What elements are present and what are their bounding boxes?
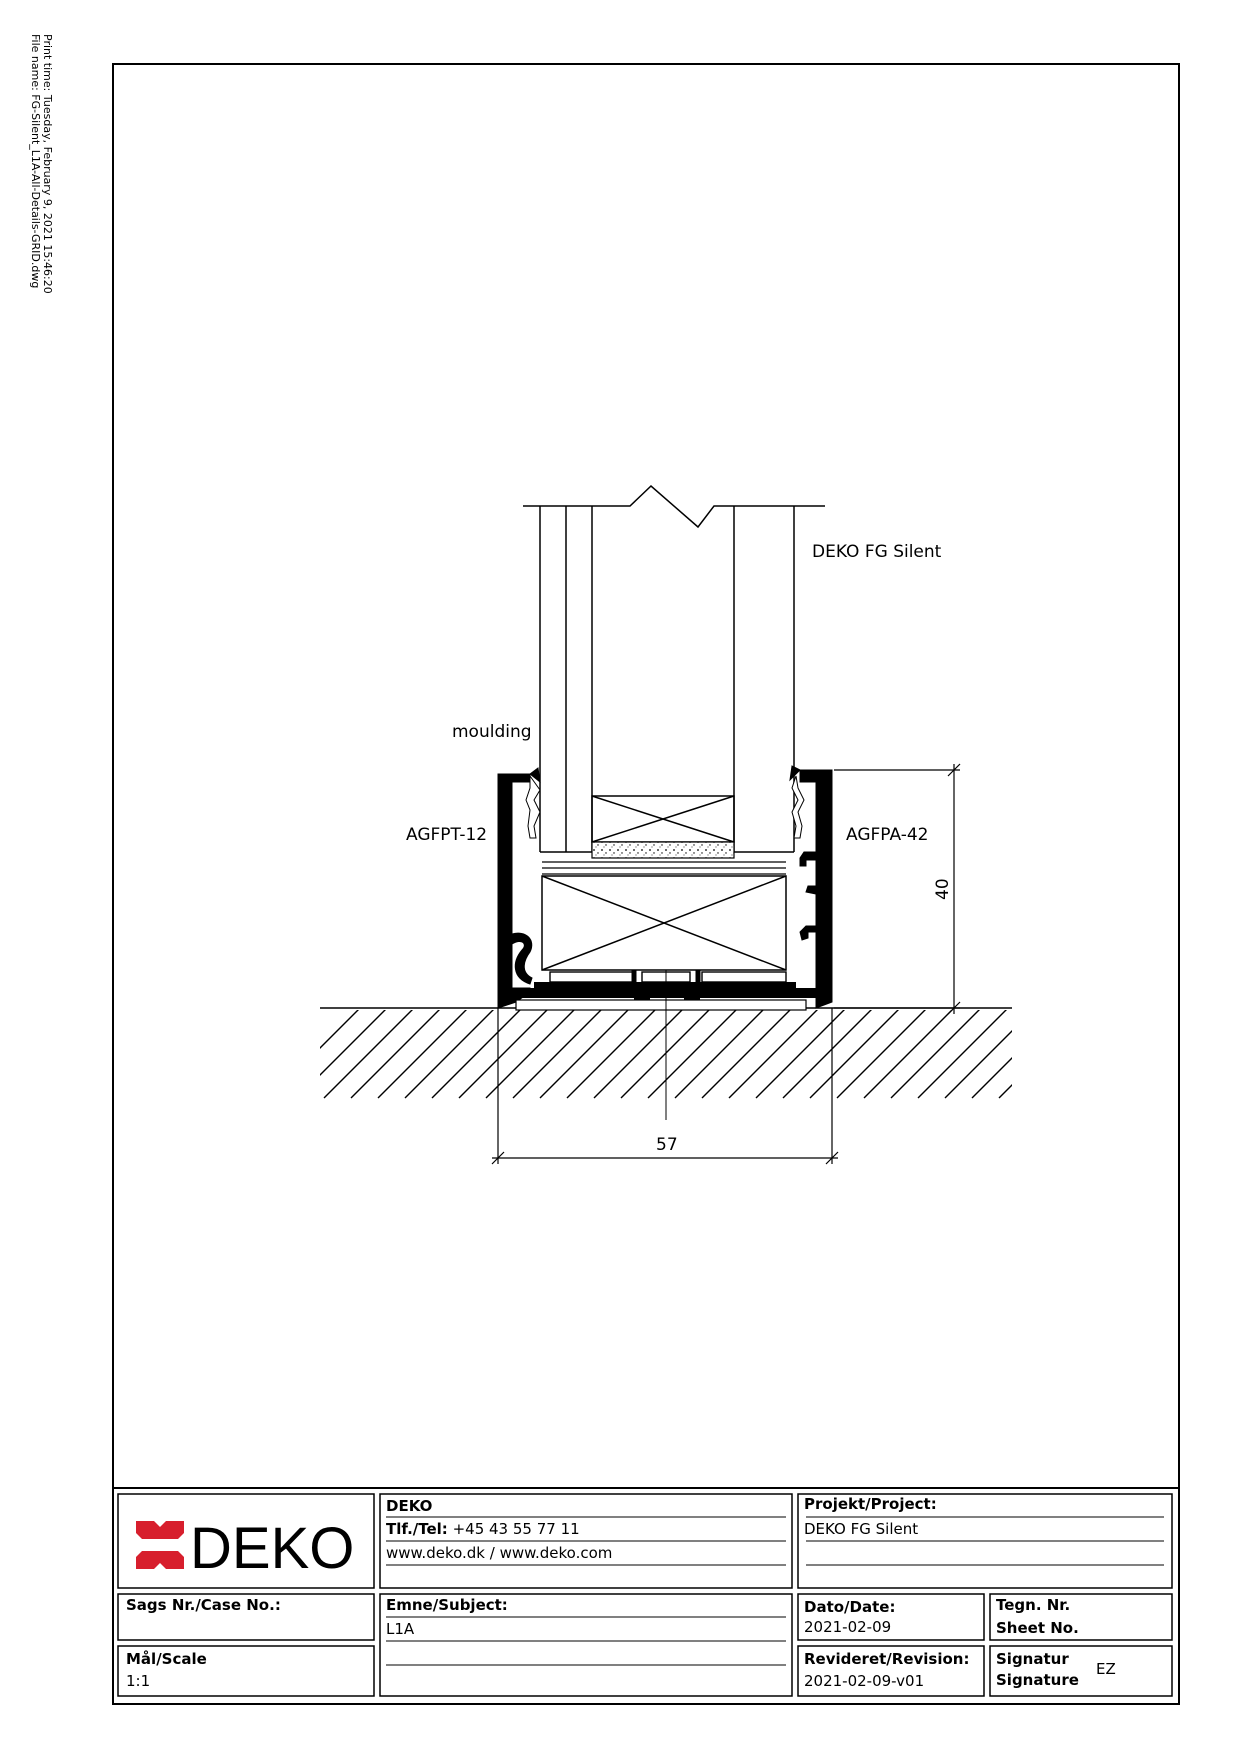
- hatch-line: [944, 1030, 1012, 1099]
- subject-value: L1A: [386, 1620, 415, 1638]
- hatch-line: [350, 1010, 440, 1099]
- height-dimension-label: 40: [933, 878, 953, 900]
- revision-value: 2021-02-09-v01: [804, 1672, 925, 1690]
- company-web: www.deko.dk / www.deko.com: [386, 1544, 613, 1562]
- date-value: 2021-02-09: [804, 1618, 892, 1636]
- sheet-frame: [112, 63, 1180, 1705]
- width-dimension: [491, 1008, 839, 1165]
- hatch-line: [782, 1010, 872, 1099]
- hatch-line: [593, 1010, 683, 1099]
- hatch-line: [809, 1010, 899, 1099]
- hatch-line: [890, 1010, 980, 1099]
- hatch-line: [701, 1010, 791, 1099]
- company-name: DEKO: [386, 1497, 433, 1515]
- tel-value: +45 43 55 77 11: [452, 1520, 580, 1538]
- hatch-line: [971, 1057, 1012, 1099]
- hatch-line: [1053, 1008, 1143, 1098]
- ground: [320, 999, 1143, 1099]
- glass-panel: [523, 484, 825, 853]
- date-label: Dato/Date:: [804, 1598, 896, 1616]
- hatch-line: [458, 1010, 548, 1099]
- scale-label: Mål/Scale: [126, 1650, 207, 1668]
- left-profile-label: AGFPT-12: [406, 825, 487, 845]
- gasket-lines: [542, 861, 786, 875]
- company-tel: Tlf./Tel: +45 43 55 77 11: [386, 1520, 580, 1538]
- hatch-line: [917, 1010, 1007, 1099]
- deko-logo-text: DEKO: [190, 1516, 354, 1581]
- hatch-line: [539, 1010, 629, 1099]
- hatch-line: [320, 1010, 359, 1049]
- signature-label-2: Signature: [996, 1671, 1079, 1689]
- hatch-line: [566, 1010, 656, 1099]
- height-dimension: [834, 763, 961, 1015]
- hatch-line: [836, 1010, 926, 1099]
- hatch-line: [755, 1010, 845, 1099]
- signature-value: EZ: [1096, 1660, 1116, 1678]
- scale-value: 1:1: [126, 1672, 151, 1690]
- setting-block: [541, 875, 787, 971]
- project-value: DEKO FG Silent: [804, 1520, 919, 1538]
- hatch-line: [647, 1010, 737, 1099]
- revision-label: Revideret/Revision:: [804, 1650, 970, 1668]
- hatch-line: [404, 1010, 494, 1099]
- title-block: [113, 1487, 1179, 1697]
- tel-label: Tlf./Tel:: [386, 1520, 448, 1538]
- deko-logo-mark: [136, 1521, 184, 1569]
- product-label: DEKO FG Silent: [812, 542, 942, 562]
- project-label: Projekt/Project:: [804, 1495, 937, 1513]
- subject-label: Emne/Subject:: [386, 1596, 508, 1614]
- signature-label-1: Signatur: [996, 1650, 1069, 1668]
- hatch-line: [431, 1010, 521, 1099]
- hatch-line: [998, 1084, 1012, 1099]
- right-profile: [789, 765, 833, 1009]
- case-label: Sags Nr./Case No.:: [126, 1596, 281, 1614]
- moulding-label: moulding: [452, 722, 532, 742]
- hatch-line: [1026, 1008, 1116, 1098]
- hatch-line: [728, 1010, 818, 1099]
- hatch-line: [377, 1010, 467, 1099]
- foam-seal: [591, 841, 735, 859]
- sheet-label-2: Sheet No.: [996, 1619, 1079, 1637]
- hatch-line: [863, 1010, 953, 1099]
- hatch-line: [323, 1010, 413, 1099]
- left-profile: [497, 767, 541, 1009]
- hatch-line: [512, 1010, 602, 1099]
- hatch-line: [320, 1010, 386, 1076]
- sheet-label-1: Tegn. Nr.: [996, 1596, 1071, 1614]
- hatch-line: [674, 1010, 764, 1099]
- width-dimension-label: 57: [656, 1135, 678, 1155]
- hatch-line: [485, 1010, 575, 1099]
- right-profile-label: AGFPA-42: [846, 825, 928, 845]
